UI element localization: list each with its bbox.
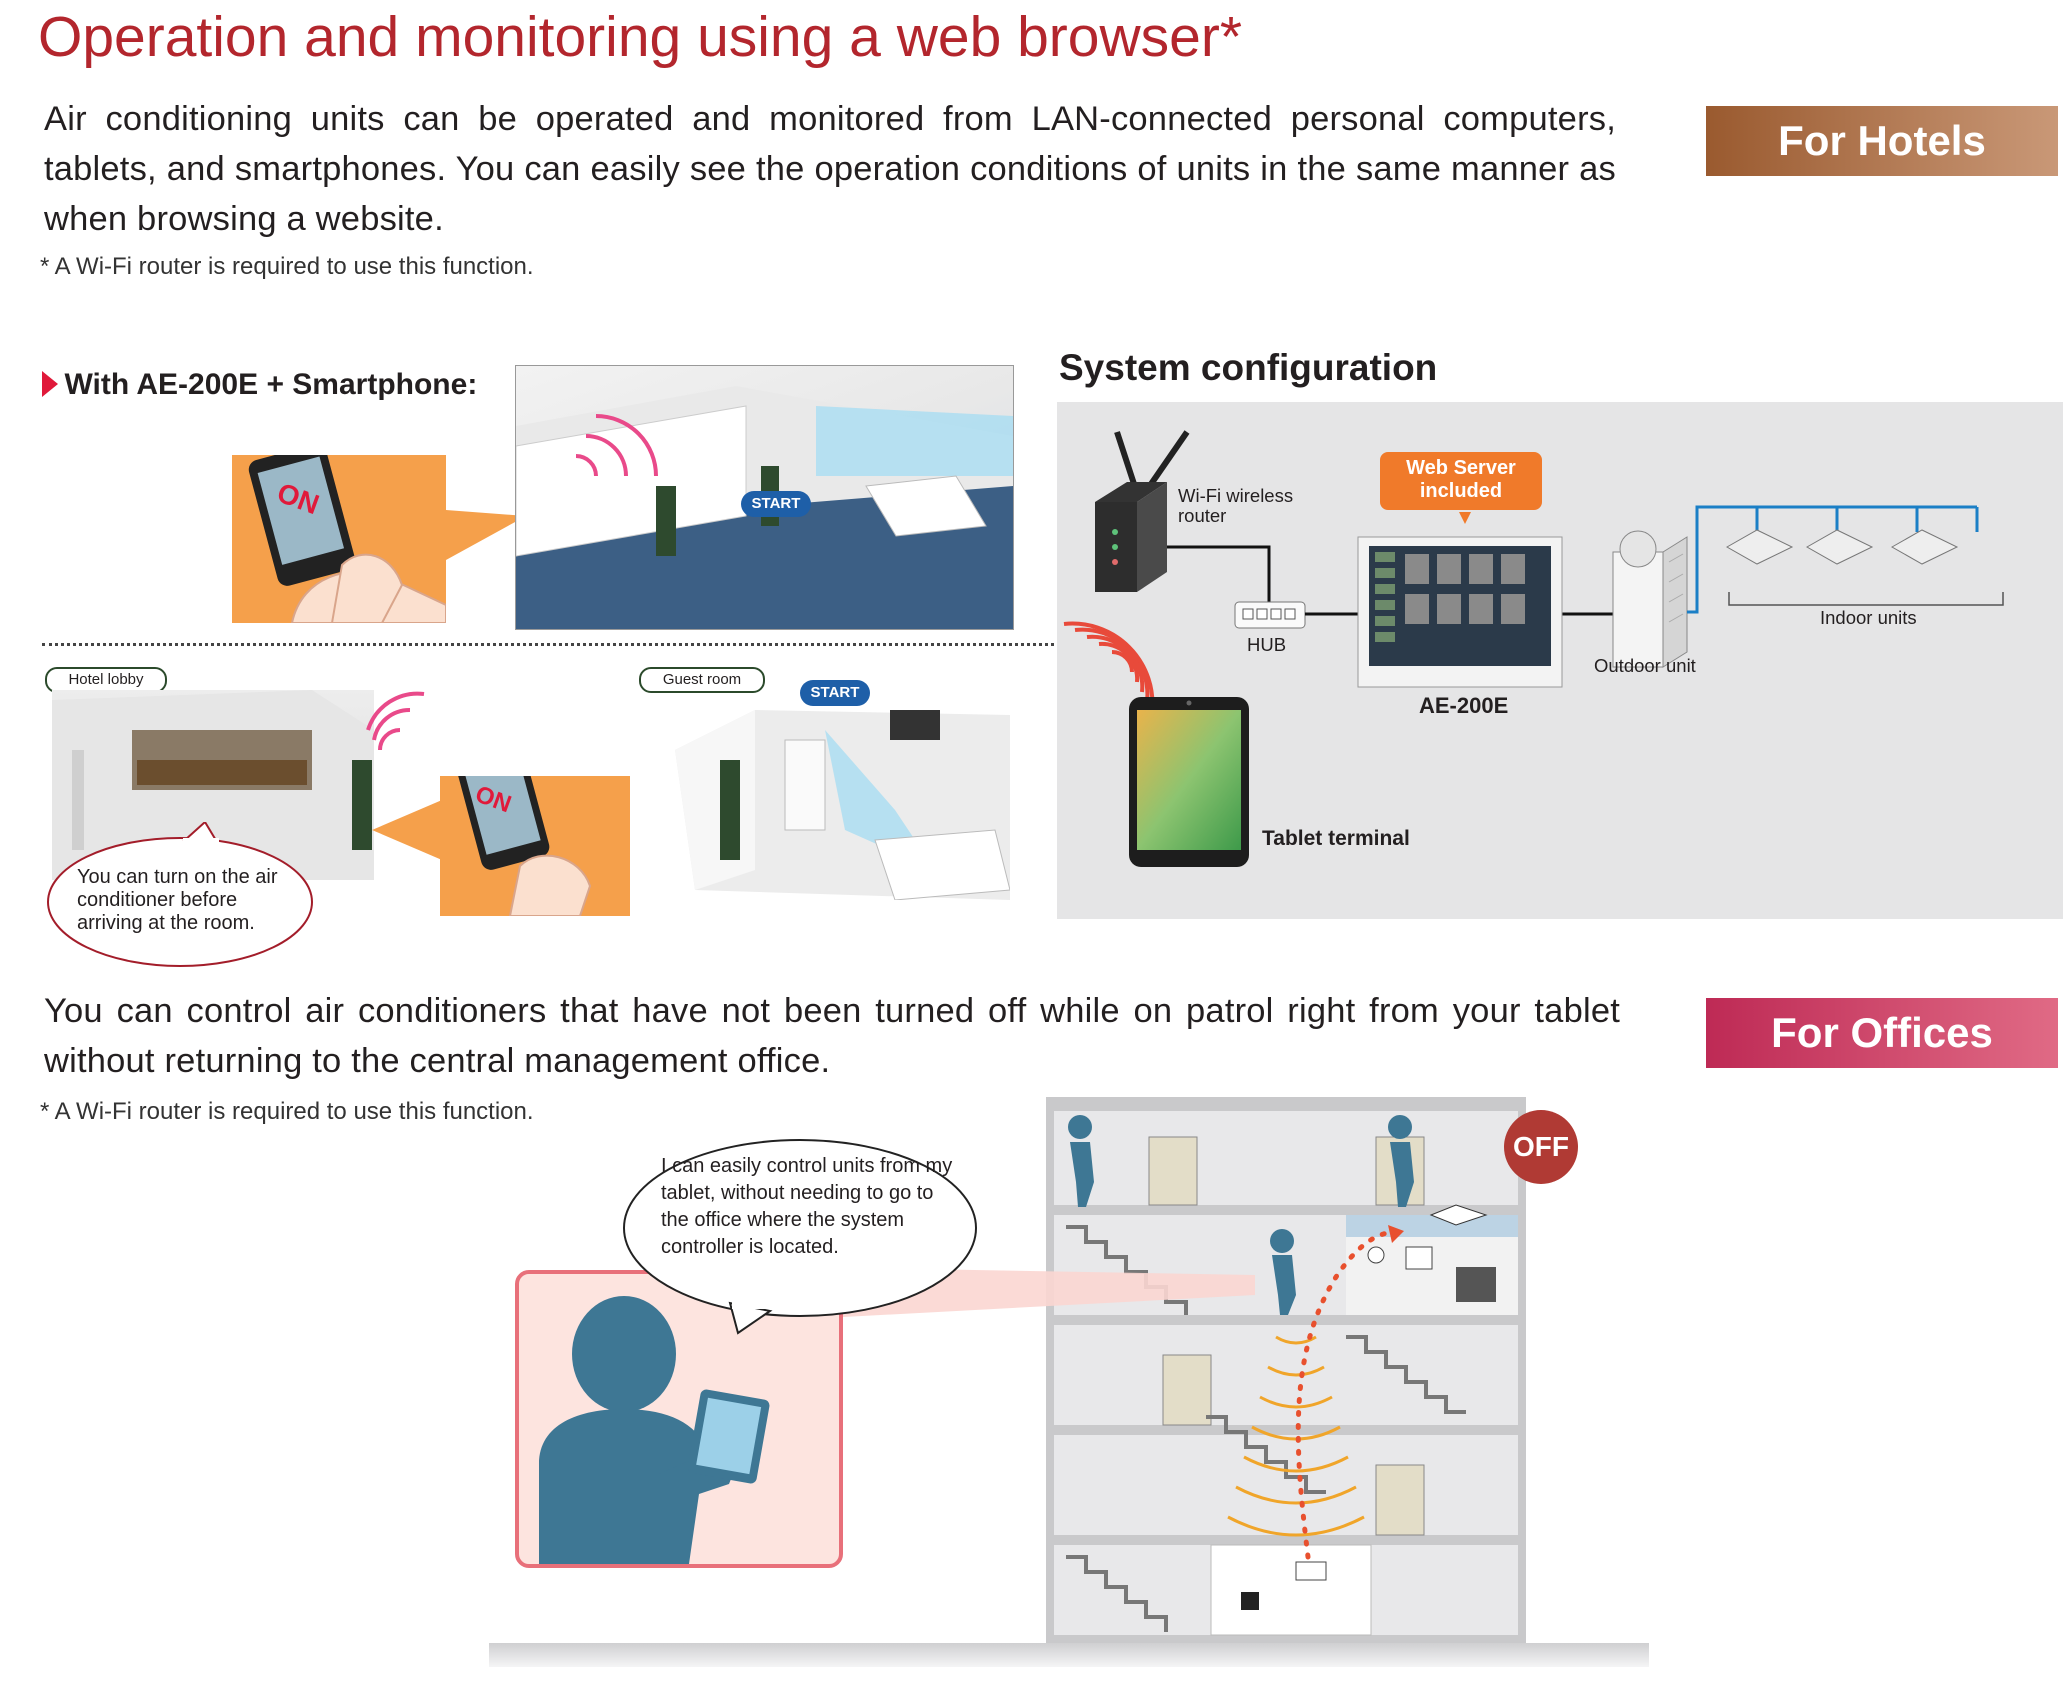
person-with-tablet-panel <box>515 1270 843 1568</box>
page-title: Operation and monitoring using a web bro… <box>38 5 1243 69</box>
guest-room-tag: Guest room <box>639 667 765 693</box>
person-with-tablet-icon <box>539 1296 770 1564</box>
outdoor-unit-label: Outdoor unit <box>1594 655 1696 676</box>
offices-description: You can control air conditioners that ha… <box>44 992 1620 1080</box>
system-configuration-panel: Wi-Fi wireless router HUB Web Server inc… <box>1057 402 2063 919</box>
callout-pointer <box>446 510 526 560</box>
off-indicator: OFF <box>1504 1110 1578 1184</box>
web-server-badge: Web Server included <box>1380 452 1542 510</box>
lobby-bubble-text: You can turn on the air conditioner befo… <box>77 866 278 934</box>
ground-line <box>489 1643 1649 1667</box>
start-label-top: START <box>741 491 811 517</box>
router-label: Wi-Fi wireless router <box>1178 485 1294 526</box>
system-diagram-lines <box>1063 430 2004 867</box>
offices-footnote: * A Wi-Fi router is required to use this… <box>40 1098 534 1125</box>
subheading-label: With AE-200E + Smartphone: <box>64 368 478 401</box>
hotels-description: Air conditioning units can be operated a… <box>44 100 1616 238</box>
hotel-building-illustration: START <box>515 365 1014 630</box>
lobby-wifi-waves-icon <box>366 691 425 751</box>
for-hotels-badge: For Hotels <box>1706 106 2058 176</box>
indoor-units-label: Indoor units <box>1820 607 1917 628</box>
tablet-terminal-label: Tablet terminal <box>1262 827 1410 850</box>
subheading-smartphone: With AE-200E + Smartphone: <box>42 368 477 402</box>
triangle-bullet-icon <box>42 371 58 397</box>
hand-with-phone-icon <box>248 444 447 624</box>
patrol-speech-bubble <box>623 1139 977 1335</box>
ae200e-label: AE-200E <box>1419 693 1509 718</box>
hand-phone-panel-bottom: ON <box>440 749 630 917</box>
system-configuration-heading: System configuration <box>1059 347 1438 388</box>
hand-with-phone-icon-2 <box>457 749 592 917</box>
callout-pointer-bottom <box>372 800 442 860</box>
lobby-speech-bubble <box>47 822 313 967</box>
guest-room-illustration: START <box>675 680 1011 901</box>
start-label-room: START <box>800 680 870 706</box>
patrol-speech-text: I can easily control units from my table… <box>661 1155 953 1258</box>
hand-phone-panel-top: ON <box>232 444 447 624</box>
for-offices-badge: For Offices <box>1706 998 2058 1068</box>
hub-label: HUB <box>1247 634 1287 655</box>
hotel-lobby-tag: Hotel lobby <box>45 667 167 693</box>
section-divider <box>42 643 1060 646</box>
office-building-illustration: OFF <box>1046 1097 1578 1645</box>
hotels-footnote: * A Wi-Fi router is required to use this… <box>40 253 534 280</box>
